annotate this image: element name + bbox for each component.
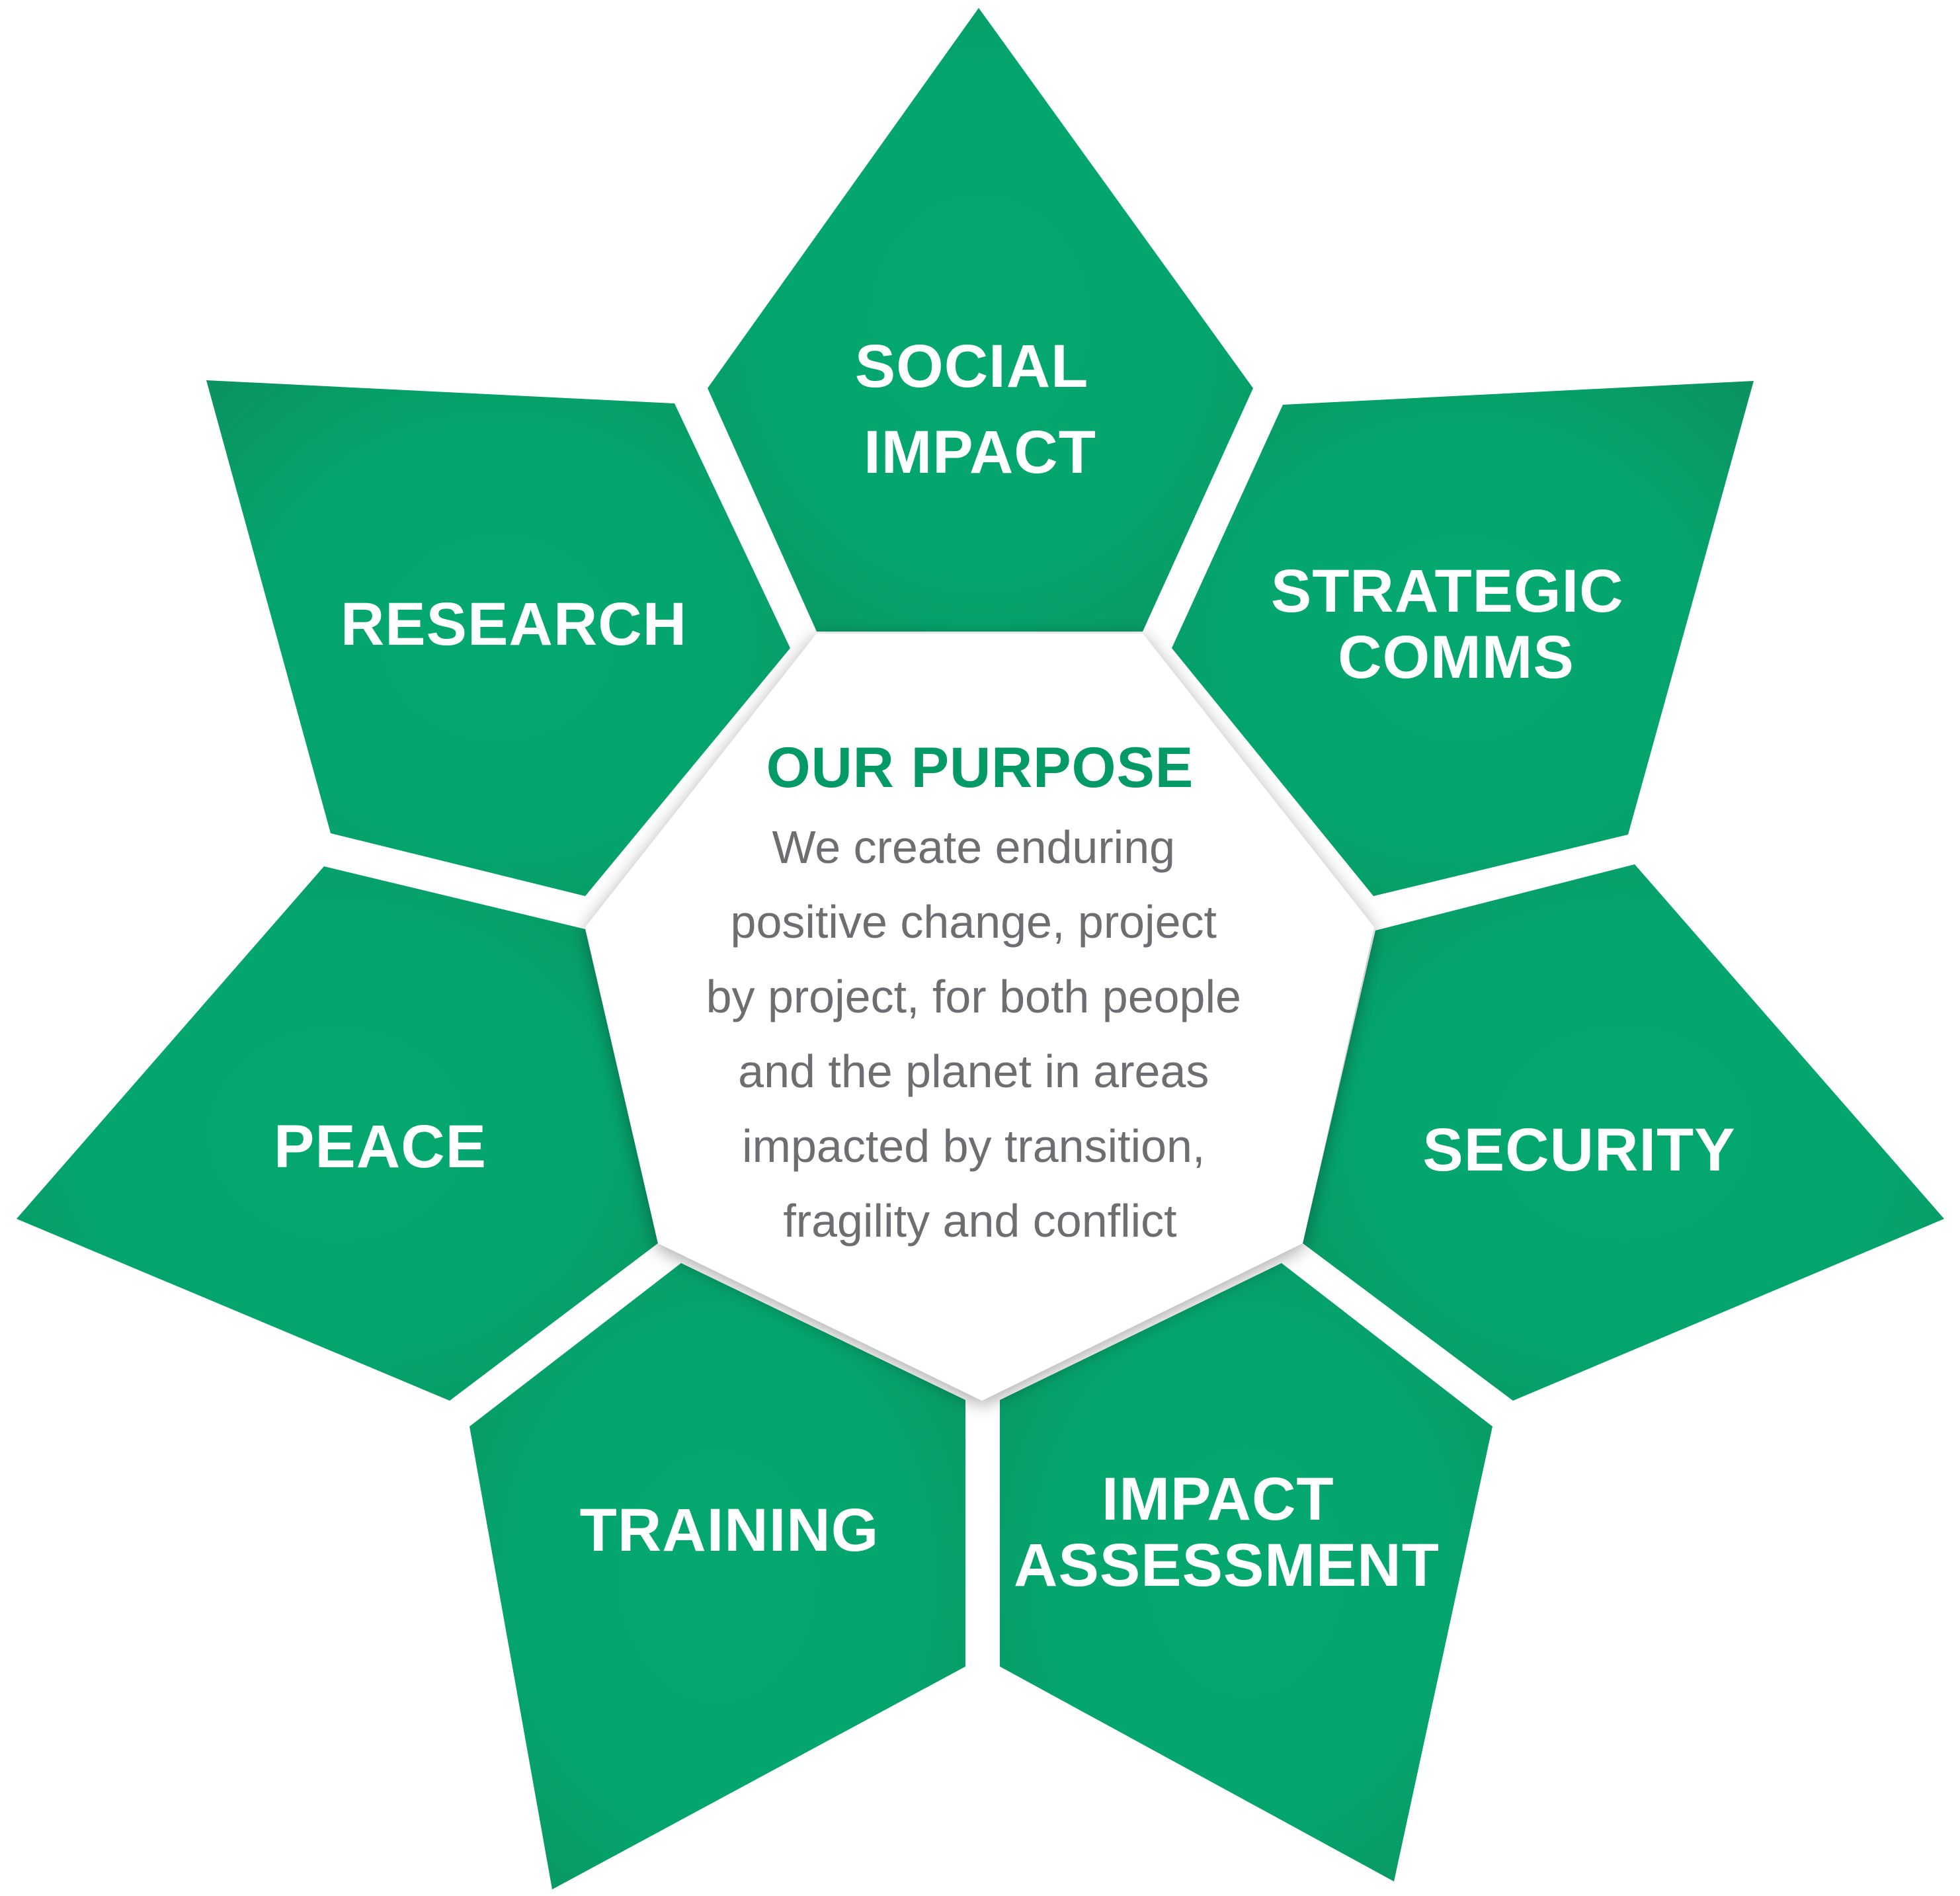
petal-label-peace: PEACE: [274, 1113, 487, 1180]
petal-research: RESEARCH: [206, 380, 790, 896]
petal-security: SECURITY: [1303, 864, 1944, 1401]
petal-label-line: IMPACT: [864, 419, 1096, 486]
petal-label-research: RESEARCH: [341, 591, 687, 658]
petal-strategic-comms: STRATEGIC COMMS: [1172, 381, 1754, 896]
petal-peace: PEACE: [17, 866, 658, 1401]
petal-label-line: PEACE: [274, 1113, 487, 1180]
petal-label-training: TRAINING: [580, 1497, 879, 1564]
petal-label-line: SOCIAL: [855, 333, 1088, 400]
petal-label-impact-assessment: IMPACT ASSESSMENT: [1014, 1465, 1440, 1599]
petal-label-line: ASSESSMENT: [1014, 1532, 1440, 1599]
petal-label-strategic-comms: STRATEGIC COMMS: [1271, 557, 1641, 691]
purpose-line: We create enduring: [772, 821, 1175, 873]
petal-label-social-impact: SOCIAL IMPACT: [855, 333, 1105, 486]
petal-training: TRAINING: [470, 1263, 965, 1889]
petal-label-line: RESEARCH: [341, 591, 687, 658]
purpose-hub: OUR PURPOSE We create enduring positive …: [585, 634, 1374, 1401]
purpose-line: positive change, project: [731, 896, 1217, 948]
petal-impact-assessment: IMPACT ASSESSMENT: [1000, 1263, 1492, 1881]
petal-label-line: STRATEGIC: [1271, 557, 1624, 625]
petal-label-security: SECURITY: [1422, 1116, 1735, 1184]
petal-label-line: SECURITY: [1422, 1116, 1735, 1184]
petal-social-impact: SOCIAL IMPACT: [708, 8, 1253, 632]
purpose-statement: We create enduring positive change, proj…: [706, 821, 1254, 1247]
petal-label-line: COMMS: [1338, 624, 1574, 691]
purpose-line: fragility and conflict: [783, 1195, 1176, 1247]
purpose-line: by project, for both people: [706, 971, 1241, 1022]
purpose-line: and the planet in areas: [738, 1046, 1209, 1097]
purpose-title: OUR PURPOSE: [766, 736, 1194, 800]
hub-shape: [585, 634, 1374, 1401]
purpose-line: impacted by transition,: [742, 1120, 1205, 1172]
petal-label-line: TRAINING: [580, 1497, 879, 1564]
petal-label-line: IMPACT: [1102, 1465, 1334, 1533]
